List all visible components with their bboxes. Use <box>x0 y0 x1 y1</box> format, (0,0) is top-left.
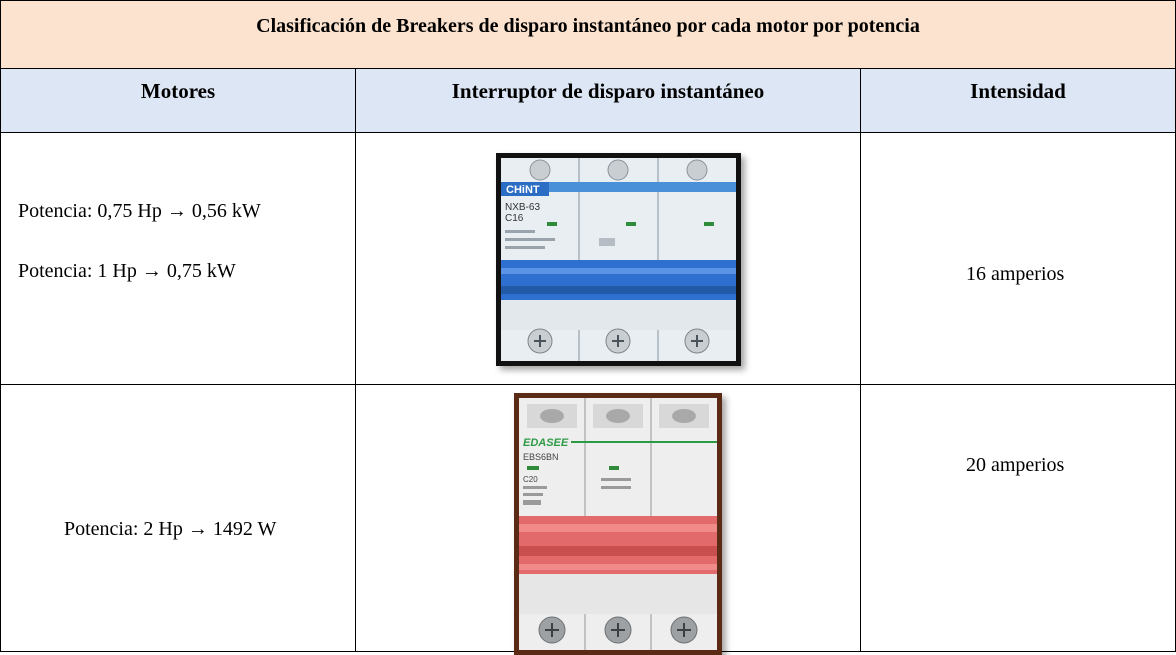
table-row-2-interruptor: EDASEE EBS6BN C20 <box>356 385 861 655</box>
table-row-2-intensidad: 20 amperios <box>861 385 1176 652</box>
breaker-model: NXB-63 <box>505 202 540 213</box>
table-row-2-motores: Potencia: 2 Hp → 1492 W <box>1 385 356 652</box>
table-title: Clasificación de Breakers de disparo ins… <box>1 1 1176 69</box>
intensidad-value: 16 amperios <box>966 263 1065 285</box>
breaker-image-chint: CHiNT NXB-63 C16 <box>496 153 741 366</box>
motor-line: Potencia: 2 Hp → 1492 W <box>64 518 277 540</box>
header-intensidad: Intensidad <box>861 69 1176 133</box>
header-interruptor: Interruptor de disparo instantáneo <box>356 69 861 133</box>
breaker-rating: C16 <box>505 213 524 224</box>
intensidad-value: 20 amperios <box>966 454 1065 476</box>
breaker-rating: C20 <box>523 475 538 484</box>
motor-line: Potencia: 1 Hp → 0,75 kW <box>18 260 236 282</box>
breaker-brand: CHiNT <box>506 184 540 196</box>
header-motores: Motores <box>1 69 356 133</box>
breaker-image-edasee: EDASEE EBS6BN C20 <box>514 393 722 655</box>
table-row-1-interruptor: CHiNT NXB-63 C16 <box>356 133 861 385</box>
breaker-brand: EDASEE <box>523 437 569 449</box>
table-row-1-motores: Potencia: 0,75 Hp → 0,56 kW Potencia: 1 … <box>1 133 356 385</box>
breaker-model: EBS6BN <box>523 452 559 462</box>
motor-line: Potencia: 0,75 Hp → 0,56 kW <box>18 200 261 222</box>
table-row-1-intensidad: 16 amperios <box>861 133 1176 385</box>
